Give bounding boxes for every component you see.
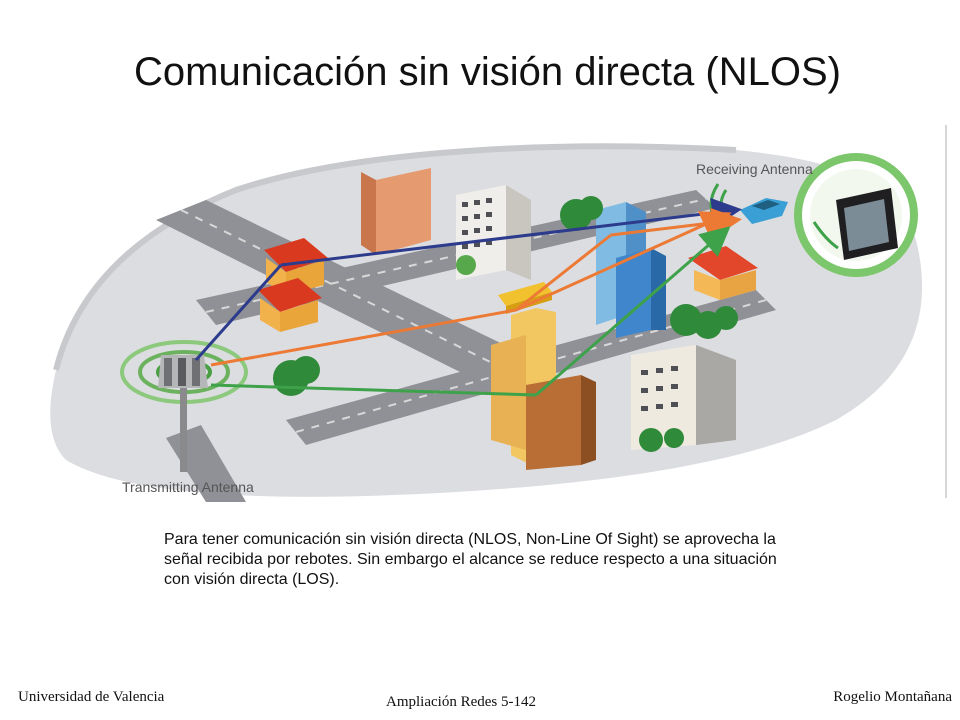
footer-university: Universidad de Valencia [18, 689, 165, 705]
city-scene: Receiving Antenna Transmitting Antenna [50, 125, 947, 502]
car [740, 198, 788, 224]
receiving-antenna-label: Receiving Antenna [696, 161, 813, 177]
houses [258, 238, 758, 332]
signal-paths [194, 197, 742, 397]
transmitting-antenna-label: Transmitting Antenna [122, 479, 254, 495]
slide-title: Comunicación sin visión directa (NLOS) [134, 50, 841, 94]
buildings [361, 168, 736, 470]
footer-author: Rogelio Montañana [833, 689, 952, 705]
receiver-device [836, 188, 898, 260]
nlos-illustration: Receiving Antenna Transmitting Antenna [36, 120, 948, 502]
transmitting-tower [158, 355, 208, 472]
slide-caption: Para tener comunicación sin visión direc… [164, 531, 777, 588]
footer-course-page: Ampliación Redes 5-142 [386, 694, 536, 710]
